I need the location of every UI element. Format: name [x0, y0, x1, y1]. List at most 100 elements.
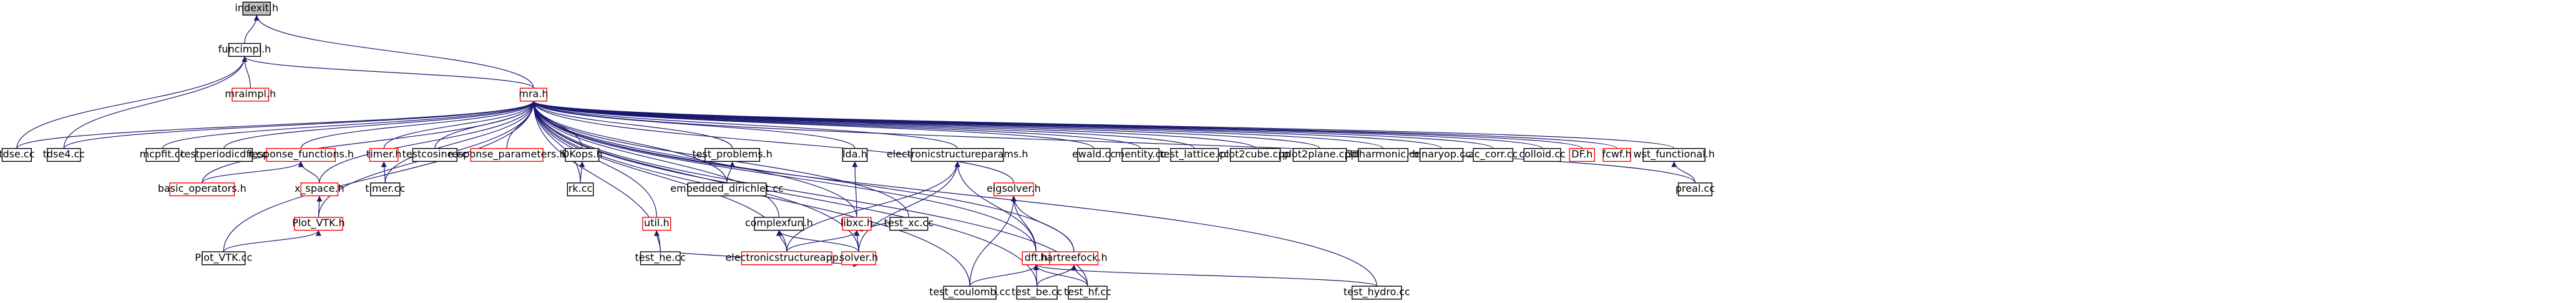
edge-tdse4-to-mra	[63, 101, 537, 149]
node-complexfun-label: complexfun.h	[745, 217, 813, 229]
edge-rkcc-to-dkops	[579, 161, 585, 183]
edge-binaryop-to-mra	[530, 101, 1442, 149]
node-dharmonic[interactable]: 3dharmonic.cc	[1347, 147, 1420, 162]
edge-ecsapp-to-libxc	[786, 230, 860, 252]
node-xspace-label: x_space.h	[295, 182, 344, 195]
edge-testhydro-to-dfth	[1033, 264, 1377, 287]
node-binaryop[interactable]: binaryop.cc	[1412, 147, 1471, 162]
node-utilh[interactable]: util.h	[642, 217, 671, 231]
edge-xspace-to-mra	[319, 101, 537, 183]
node-solverh-label: solver.h	[839, 251, 878, 263]
node-embdir[interactable]: embedded_dirichlet.cc	[670, 182, 784, 197]
node-solverh[interactable]: solver.h	[839, 251, 878, 266]
node-indexit-box	[242, 1, 271, 16]
node-binaryop-label: binaryop.cc	[1412, 148, 1470, 160]
edge-plotvtkh-to-xspace	[316, 196, 323, 217]
edge-timerh-to-mra	[383, 101, 537, 149]
node-mentity[interactable]: mentity.cc	[1115, 147, 1166, 162]
edge-rkcc-to-mra	[530, 101, 581, 183]
node-testhf[interactable]: test_hf.cc	[1064, 286, 1111, 300]
node-ldah[interactable]: lda.h	[842, 147, 868, 162]
node-testcosine[interactable]: testcosine.cc	[402, 147, 467, 162]
node-respparams-label: response_parameters.h	[448, 148, 566, 161]
node-mcpfit-box	[145, 147, 180, 162]
edge-hartreefock-to-eigsolver	[1010, 196, 1075, 252]
node-binaryop-box	[1419, 147, 1464, 162]
edge-testlattice-to-mra	[530, 101, 1195, 149]
node-basicops-label: basic_operators.h	[158, 182, 246, 195]
node-ecsapp-box	[741, 251, 832, 266]
node-timerh-box	[369, 147, 399, 162]
node-mcpfit[interactable]: mcpfit.cc	[140, 147, 186, 162]
node-tdse4-label: tdse4.cc	[43, 148, 85, 160]
node-mra[interactable]: mra.h	[519, 87, 549, 102]
node-testbe[interactable]: test_be.cc	[1012, 286, 1062, 300]
edge-testbe-to-hartreefock	[1037, 264, 1077, 287]
node-hartreefock[interactable]: hartreefock.h	[1040, 251, 1108, 266]
node-timercc[interactable]: timer.cc	[365, 182, 405, 197]
node-respparams[interactable]: response_parameters.h	[448, 147, 566, 162]
node-solverh-box	[841, 251, 877, 266]
node-ecsparams-label: electronicstructureparams.h	[887, 148, 1028, 160]
node-testcosine-box	[412, 147, 458, 162]
node-libxc[interactable]: libxc.h	[841, 217, 873, 231]
node-preal[interactable]: preal.cc	[1676, 182, 1715, 197]
edge-dfth-to-eigsolver	[1010, 196, 1037, 252]
node-dfh[interactable]: DF.h	[1569, 147, 1595, 162]
node-testhf-label: test_hf.cc	[1064, 286, 1111, 298]
node-mentity-box	[1121, 147, 1160, 162]
node-testxc[interactable]: test_xc.cc	[884, 217, 934, 231]
node-rkcc[interactable]: rk.cc	[567, 182, 594, 197]
node-ecsparams-box	[910, 147, 1004, 162]
node-testproblems[interactable]: test_problems.h	[692, 147, 773, 162]
node-tdse[interactable]: tdse.cc	[0, 147, 35, 162]
node-testlattice[interactable]: test_lattice.cc	[1160, 147, 1229, 162]
node-testbe-label: test_be.cc	[1012, 286, 1062, 298]
node-plot2cube-label: plot2cube.cpp	[1220, 148, 1291, 160]
node-utilh-label: util.h	[644, 217, 670, 229]
node-plot2plane[interactable]: plot2plane.cpp	[1282, 147, 1357, 162]
node-hartreefock-box	[1049, 251, 1099, 266]
node-complexfun[interactable]: complexfun.h	[745, 217, 813, 231]
node-embdir-box	[687, 182, 767, 197]
node-testhe[interactable]: test_he.cc	[635, 251, 686, 266]
node-funcimpl[interactable]: funcimpl.h	[218, 42, 271, 57]
node-testxc-label: test_xc.cc	[884, 217, 934, 229]
node-mraimpl[interactable]: mraimpl.h	[225, 87, 276, 102]
node-plotvtkh[interactable]: Plot_VTK.h	[292, 217, 345, 231]
edge-mra-to-indexit	[253, 15, 534, 89]
node-xspace[interactable]: x_space.h	[295, 182, 344, 197]
node-accorr[interactable]: ac_corr.cc	[1468, 147, 1518, 162]
node-colloid[interactable]: colloid.cc	[1519, 147, 1566, 162]
node-dkops[interactable]: DKops.h	[562, 147, 603, 162]
node-rkcc-label: rk.cc	[568, 182, 593, 194]
node-wstfunc[interactable]: wst_functional.h	[1633, 147, 1715, 162]
node-respfun[interactable]: response_functions.h	[248, 147, 354, 162]
node-ewald[interactable]: ewald.cc	[1072, 147, 1116, 162]
node-accorr-box	[1473, 147, 1514, 162]
node-testhydro[interactable]: test_hydro.cc	[1344, 286, 1410, 300]
node-testcoulomb[interactable]: test_coulomb.cc	[929, 286, 1010, 300]
node-fcwf[interactable]: fcwf.h	[1602, 147, 1632, 162]
node-plot2cube[interactable]: plot2cube.cpp	[1220, 147, 1291, 162]
node-basicops[interactable]: basic_operators.h	[158, 182, 246, 197]
node-colloid-label: colloid.cc	[1519, 148, 1566, 160]
node-ecsparams[interactable]: electronicstructureparams.h	[887, 147, 1028, 162]
node-timerh[interactable]: timer.h	[366, 147, 401, 162]
node-wstfunc-box	[1642, 147, 1705, 162]
node-ecsapp[interactable]: electronicstructureapp.h	[725, 251, 848, 266]
node-eigsolver-label: eigsolver.h	[987, 182, 1041, 194]
edge-testhf-to-hartreefock	[1071, 264, 1088, 287]
node-testperiodicdft[interactable]: testperiodicdft.cc	[180, 147, 268, 162]
node-tdse4[interactable]: tdse4.cc	[43, 147, 85, 162]
edge-plotvtkcc-to-mra	[223, 101, 537, 252]
edge-accorr-to-mra	[530, 101, 1494, 149]
node-fcwf-label: fcwf.h	[1602, 148, 1631, 160]
node-plotvtkcc[interactable]: Plot_VTK.cc	[195, 251, 252, 266]
node-eigsolver[interactable]: eigsolver.h	[987, 182, 1041, 197]
node-dfh-label: DF.h	[1571, 148, 1593, 160]
node-dfth[interactable]: dft.h	[1022, 251, 1051, 266]
node-dharmonic-label: 3dharmonic.cc	[1347, 148, 1420, 160]
node-wstfunc-label: wst_functional.h	[1633, 148, 1715, 161]
edge-wstfunc-to-mra	[530, 101, 1675, 149]
